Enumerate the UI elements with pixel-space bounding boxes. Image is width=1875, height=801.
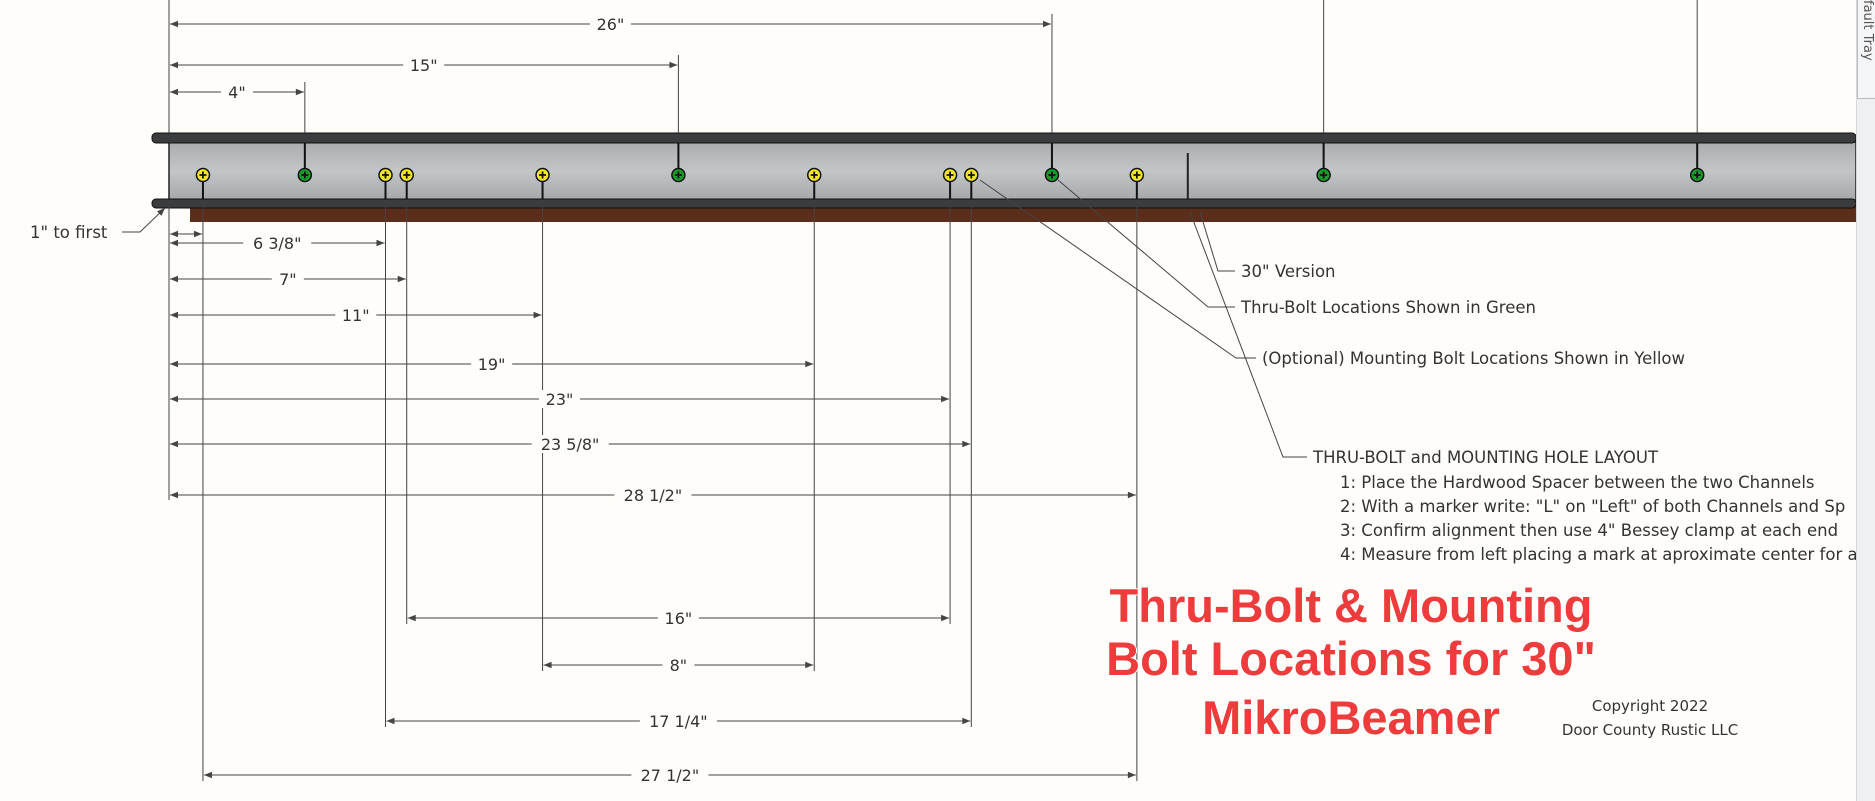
label-background: [662, 656, 695, 674]
dimension-label: 7": [279, 270, 297, 289]
bottom-dimension: 8": [543, 656, 814, 675]
cross-icon: [967, 171, 975, 179]
thru-bolt: [1044, 167, 1060, 183]
bottom-flange: [151, 198, 1856, 209]
channel-web: [168, 141, 1856, 201]
first-label: 1" to first: [30, 223, 108, 242]
thru-bolt: [1316, 167, 1331, 183]
cross-icon: [1133, 171, 1141, 179]
dimension-label: 19": [478, 355, 506, 374]
label-background: [631, 766, 709, 784]
cross-icon: [301, 171, 309, 179]
dimension-label: 15": [410, 56, 438, 75]
label-background: [614, 486, 692, 504]
dimension-label: 8": [670, 656, 688, 675]
spacer: [190, 206, 1856, 222]
bottom-dimension: 28 1/2": [170, 486, 1136, 505]
dimension-label: 4": [228, 83, 246, 102]
title-line-3: MikroBeamer: [1202, 691, 1500, 744]
copyright-line-1: Copyright 2022: [1592, 697, 1708, 715]
thru-bolt: [671, 167, 686, 183]
default-tray-tab[interactable]: Default Tray: [1857, 0, 1875, 99]
copyright-line-2: Door County Rustic LLC: [1562, 721, 1738, 739]
bottom-dimension: 16": [407, 609, 950, 628]
dimension-label: 17 1/4": [649, 712, 708, 731]
bottom-dimension: 6 3/8": [170, 234, 385, 253]
mounting-bolt: [378, 167, 393, 183]
cross-icon: [946, 171, 954, 179]
label-background: [220, 83, 253, 101]
bottom-dimension: 11": [170, 306, 542, 325]
label-background: [271, 270, 304, 288]
cross-icon: [539, 171, 547, 179]
title-line-2: Bolt Locations for 30": [1106, 632, 1596, 685]
mounting-bolt: [964, 167, 979, 183]
thru-bolt: [1689, 167, 1705, 183]
yellow-note: (Optional) Mounting Bolt Locations Shown…: [1262, 349, 1685, 368]
step-4: 4: Measure from left placing a mark at a…: [1340, 545, 1856, 564]
version-note: 30" Version: [1241, 262, 1336, 281]
title-line-1: Thru-Bolt & Mounting: [1110, 579, 1593, 632]
label-background: [471, 355, 513, 373]
cross-icon: [810, 171, 818, 179]
label-background: [335, 306, 377, 324]
top-flange: [151, 132, 1856, 144]
dimension-label: 6 3/8": [253, 234, 301, 253]
label-background: [657, 609, 699, 627]
default-tray-panel[interactable]: Default Tray: [1856, 0, 1875, 801]
top-dimension: 26": [170, 15, 1051, 34]
step-2: 2: With a marker write: "L" on "Left" of…: [1340, 497, 1845, 516]
mounting-bolt: [195, 167, 211, 183]
dimension-label: 26": [597, 15, 625, 34]
cross-icon: [1048, 171, 1056, 179]
cross-icon: [1320, 171, 1328, 179]
thru-bolt: [297, 167, 313, 183]
step-1: 1: Place the Hardwood Spacer between the…: [1340, 473, 1815, 492]
beam: [151, 132, 1856, 222]
top-dimension: 4": [170, 83, 304, 102]
green-note: Thru-Bolt Locations Shown in Green: [1240, 298, 1536, 317]
cross-icon: [403, 171, 411, 179]
cross-icon: [1693, 171, 1701, 179]
label-background: [539, 390, 581, 408]
cross-icon: [381, 171, 389, 179]
top-dimension: 15": [170, 56, 678, 75]
bottom-dimension: 23": [170, 390, 950, 409]
bottom-dimension: 23 5/8": [170, 435, 971, 454]
first-annotation: 1" to first: [30, 207, 166, 242]
cross-icon: [199, 171, 207, 179]
label-background: [531, 435, 609, 453]
bottom-dimension: 7": [170, 270, 406, 289]
label-background: [243, 234, 312, 252]
mounting-bolt: [399, 167, 414, 183]
bottom-dimension: 19": [170, 355, 814, 374]
dimension-label: 27 1/2": [641, 766, 700, 785]
step-3: 3: Confirm alignment then use 4" Bessey …: [1340, 521, 1838, 540]
label-background: [403, 56, 445, 74]
mounting-bolt: [1129, 167, 1145, 183]
dimension-label: 28 1/2": [624, 486, 683, 505]
label-background: [639, 712, 717, 730]
leaders: [979, 179, 1307, 458]
dimension-label: 16": [665, 609, 693, 628]
layout-title: THRU-BOLT and MOUNTING HOLE LAYOUT: [1312, 448, 1659, 467]
cross-icon: [674, 171, 682, 179]
dimension-label: 11": [342, 306, 370, 325]
mounting-bolt: [535, 167, 550, 183]
bottom-dimension: 17 1/4": [386, 712, 971, 731]
mounting-bolt: [942, 167, 958, 183]
dimension-label: 23": [546, 390, 574, 409]
label-background: [589, 15, 631, 33]
mounting-bolt: [806, 167, 822, 183]
dimension-label: 23 5/8": [541, 435, 600, 454]
bottom-dimension: 27 1/2": [203, 766, 1136, 785]
